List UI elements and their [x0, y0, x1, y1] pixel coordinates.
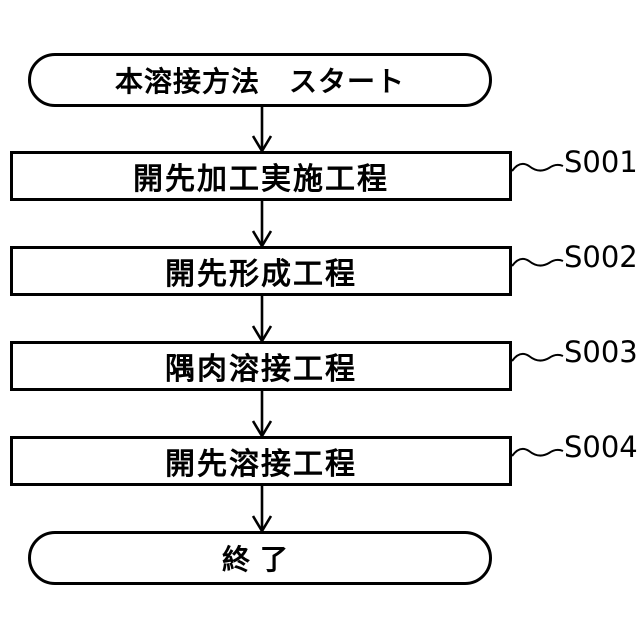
step-reference-label-4: S004: [564, 430, 638, 464]
arrow-down-icon: [251, 389, 273, 438]
end-terminal-node: 終了: [28, 531, 492, 585]
arrow-down-icon: [251, 199, 273, 248]
tilde-connector-icon: [511, 257, 564, 267]
arrow-down-icon: [251, 104, 273, 153]
process-step-1-label: 開先加工実施工程: [133, 162, 389, 197]
process-step-4: 開先溶接工程: [10, 436, 512, 486]
process-step-3: 隅肉溶接工程: [10, 341, 512, 391]
tilde-connector-icon: [511, 352, 564, 362]
step-reference-label-1: S001: [564, 145, 638, 179]
tilde-connector-icon: [511, 447, 564, 457]
process-step-1: 開先加工実施工程: [10, 151, 512, 201]
start-terminal-label: 本溶接方法 スタート: [114, 65, 405, 98]
end-terminal-label: 終了: [221, 543, 298, 576]
process-step-2-label: 開先形成工程: [165, 257, 357, 292]
tilde-connector-icon: [511, 162, 564, 172]
step-reference-label-2: S002: [564, 240, 638, 274]
process-step-3-label: 隅肉溶接工程: [165, 352, 357, 387]
arrow-down-icon: [251, 294, 273, 343]
start-terminal-node: 本溶接方法 スタート: [28, 53, 492, 107]
process-step-2: 開先形成工程: [10, 246, 512, 296]
process-step-4-label: 開先溶接工程: [165, 447, 357, 482]
arrow-down-icon: [251, 484, 273, 533]
step-reference-label-3: S003: [564, 335, 638, 369]
